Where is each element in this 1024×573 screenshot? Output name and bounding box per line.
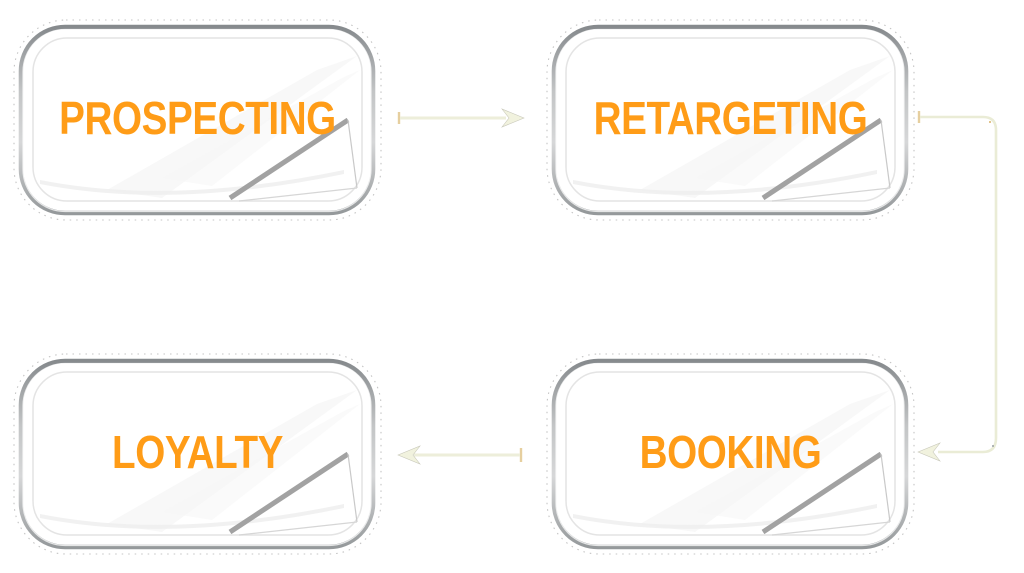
arrow-retargeting-to-booking [917,111,998,462]
node-prospecting: PROSPECTING [12,18,383,223]
node-label-prospecting: PROSPECTING [59,92,336,144]
node-label-booking: BOOKING [639,426,822,478]
node-retargeting: RETARGETING [545,18,916,223]
arrow-right-icon [501,108,525,128]
node-label-retargeting: RETARGETING [593,92,868,144]
node-label-loyalty: LOYALTY [112,426,283,478]
arrow-left-icon [917,442,941,462]
node-loyalty: LOYALTY [12,352,383,557]
arrow-left-icon [397,445,421,465]
arrow-booking-to-loyalty [397,445,523,465]
arrow-prospecting-to-retargeting [397,108,525,128]
node-booking: BOOKING [545,352,916,557]
